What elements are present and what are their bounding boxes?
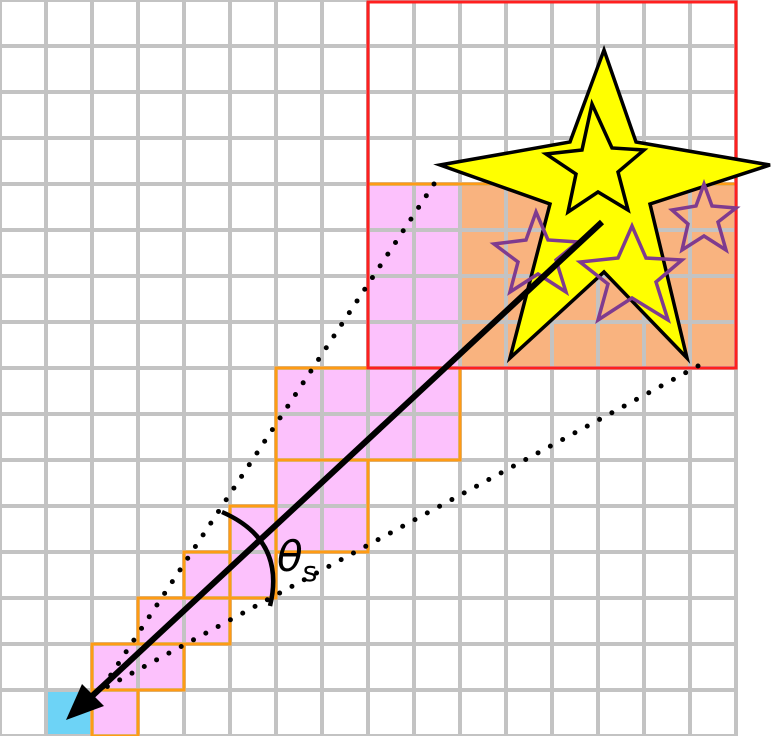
angle-arc [221,509,276,607]
angle-subscript: s [303,555,318,588]
angle-label: θs [277,532,317,588]
star-icon [433,44,771,364]
ghost-star-icons [489,178,741,324]
angle-symbol: θ [277,532,303,581]
footprint-box [366,0,738,370]
direction-ray [66,219,605,720]
sampling-cone [98,181,701,693]
